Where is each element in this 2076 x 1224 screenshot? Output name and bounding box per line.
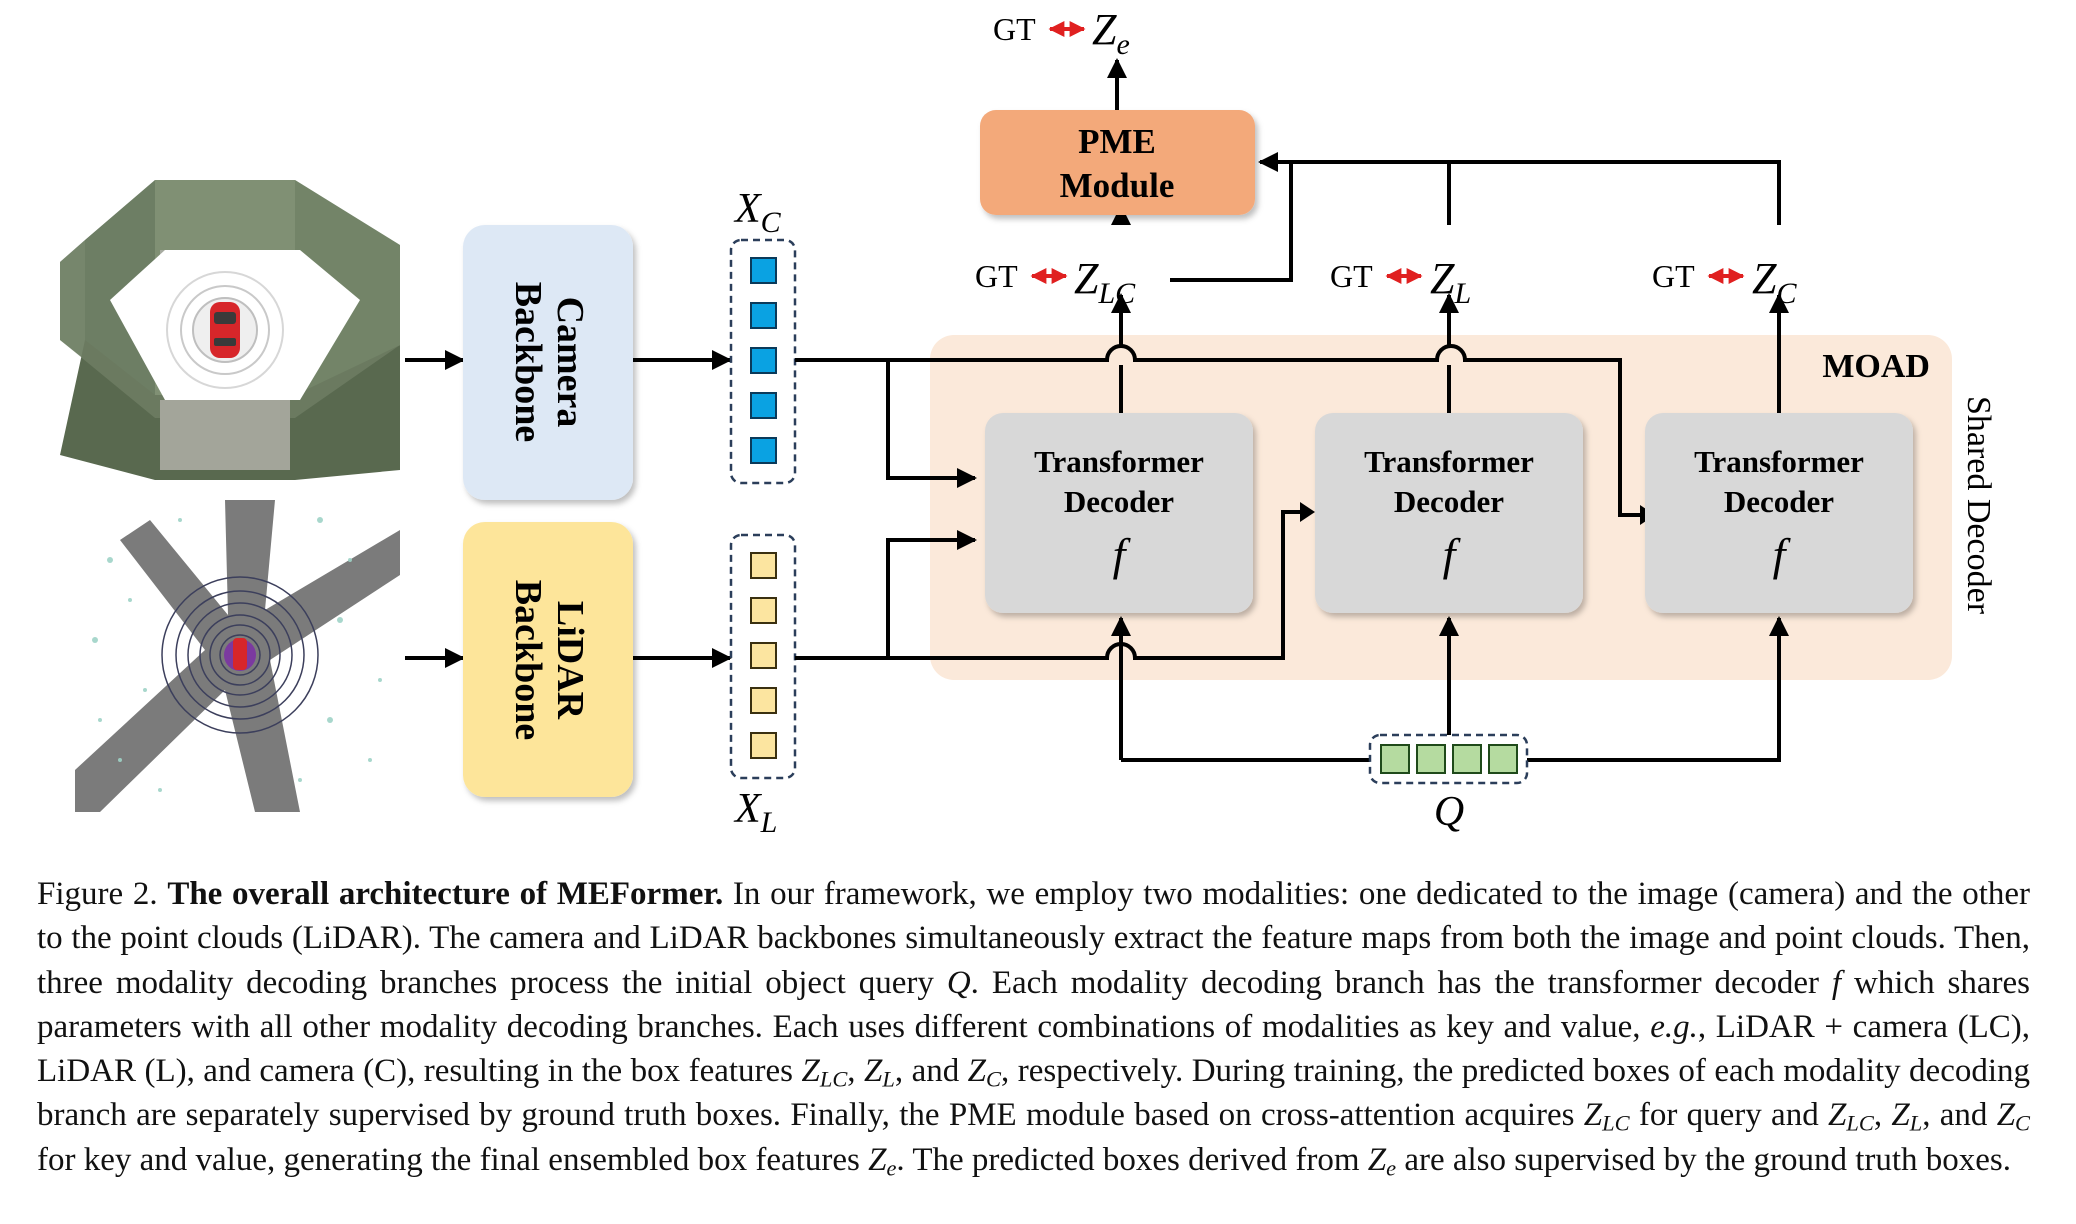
xc-label: XC — [733, 186, 782, 239]
pme-input-lines — [1111, 152, 1781, 282]
zlc-label: ZLC — [1074, 254, 1136, 310]
camera-backbone-label-line2: Backbone — [507, 282, 549, 442]
caption-title: The overall architecture of MEFormer. — [167, 876, 724, 912]
pme-module: PME Module — [980, 110, 1255, 215]
camera-feature-lines — [795, 344, 1645, 517]
q-label: Q — [1434, 789, 1464, 835]
decoder-lc-line2: Decoder — [1064, 484, 1174, 519]
output-zl: GT ZL — [1330, 254, 1471, 310]
gt-label-lc: GT — [975, 258, 1018, 294]
gt-label-c: GT — [1652, 258, 1695, 294]
lidar-feature-tokens: XL — [729, 533, 797, 839]
query-tokens: Q — [1111, 616, 1789, 835]
lidar-backbone-label-line1: LiDAR — [549, 601, 591, 720]
ze-label: Ze — [1092, 5, 1130, 61]
lidar-backbone-label-line2: Backbone — [507, 580, 549, 740]
decoder-c-line1: Transformer — [1694, 444, 1864, 479]
figure-caption: Figure 2. The overall architecture of ME… — [37, 876, 2031, 1181]
architecture-diagram: Camera Backbone LiDAR Backbone XC XL MO — [60, 5, 1997, 839]
xl-label: XL — [733, 786, 777, 839]
output-ze: GT Ze — [993, 5, 1130, 61]
gt-label-e: GT — [993, 11, 1036, 47]
output-zc: GT ZC — [1652, 254, 1797, 310]
decoder-l-line2: Decoder — [1394, 484, 1504, 519]
moad-title: MOAD — [1822, 348, 1930, 385]
camera-backbone: Camera Backbone — [463, 225, 633, 500]
output-zlc: GT ZLC — [975, 254, 1136, 310]
lidar-feature-lines — [795, 510, 1305, 660]
decoder-lc-line1: Transformer — [1034, 444, 1204, 479]
camera-backbone-label-line1: Camera — [549, 297, 591, 428]
decoder-c-line2: Decoder — [1724, 484, 1834, 519]
decoder-output-arrows — [1111, 293, 1789, 413]
lidar-backbone: LiDAR Backbone — [463, 522, 633, 797]
caption-label: Figure 2. — [37, 876, 158, 912]
decoder-lc: Transformer Decoder f — [985, 413, 1253, 613]
pme-line1: PME — [1078, 122, 1156, 161]
lidar-point-cloud-image — [75, 500, 405, 812]
zc-label: ZC — [1752, 254, 1797, 310]
shared-decoder-label: Shared Decoder — [1960, 396, 1997, 615]
zl-label: ZL — [1430, 254, 1471, 310]
decoder-c: Transformer Decoder f — [1645, 413, 1913, 613]
camera-feature-tokens: XC — [729, 186, 797, 485]
gt-label-l: GT — [1330, 258, 1373, 294]
pme-line2: Module — [1060, 166, 1175, 205]
decoder-l: Transformer Decoder f — [1315, 413, 1583, 613]
decoder-l-line1: Transformer — [1364, 444, 1534, 479]
camera-surround-view-image — [60, 180, 400, 480]
